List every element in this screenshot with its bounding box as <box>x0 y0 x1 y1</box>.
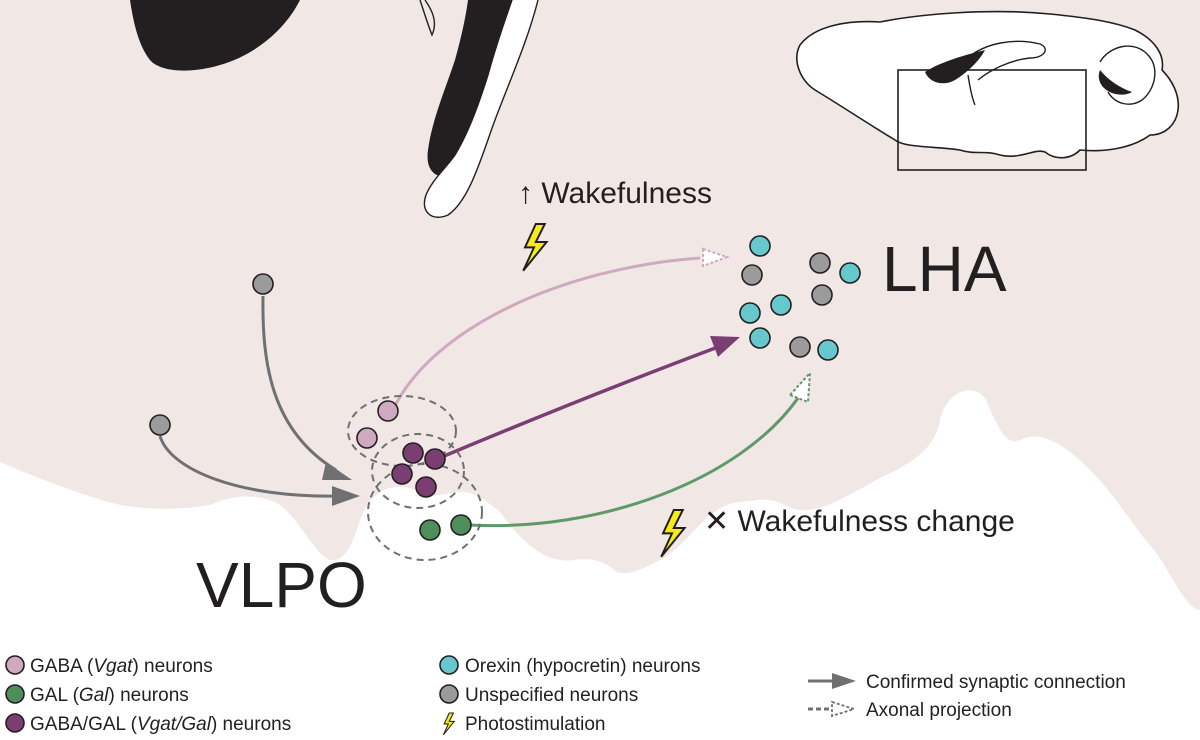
legend-gaba-gal-swatch <box>5 713 25 733</box>
gal-projection-arrow <box>469 397 800 528</box>
legend-axonal-label: Axonal projection <box>866 700 1012 721</box>
lightning-bolt-icon <box>660 509 687 558</box>
optic-tract-outline <box>423 0 539 218</box>
unspecified-neuron <box>789 336 811 358</box>
input-neuron <box>252 273 274 295</box>
input-arrow-lower <box>158 435 339 498</box>
orexin-neuron <box>817 339 839 361</box>
gaba-cluster-outline <box>347 395 457 467</box>
legend-orexin-swatch <box>439 655 459 675</box>
unspecified-neuron <box>809 252 831 274</box>
lha-label: LHA <box>882 233 1007 305</box>
unspecified-neuron <box>811 284 833 306</box>
orexin-neuron <box>749 327 771 349</box>
gaba-gal-neuron <box>415 476 437 498</box>
vlpo-label: VLPO <box>196 549 367 621</box>
sagittal-brain-inset <box>796 10 1180 171</box>
brain-tissue-section <box>0 0 1200 610</box>
legend-photostim-label: Photostimulation <box>465 714 605 735</box>
lightning-bolt-icon <box>442 712 456 736</box>
gal-cluster-outline <box>367 463 483 561</box>
gal-neuron <box>450 514 472 536</box>
gaba-gal-arrowhead <box>710 336 740 357</box>
legend-gal-label: GAL (Gal) neurons <box>30 685 189 706</box>
fiber-tract-outline <box>419 0 436 37</box>
no-wakefulness-change-label: ✕ Wakefulness change <box>704 505 1015 538</box>
orexin-neuron <box>839 262 861 284</box>
gaba-gal-neuron <box>402 442 424 464</box>
gaba-gal-neuron <box>424 448 446 470</box>
legend-unspecified-label: Unspecified neurons <box>465 685 638 706</box>
legend: GABA (Vgat) neurons GAL (Gal) neurons GA… <box>5 655 1126 736</box>
gaba-projection-arrow <box>391 256 701 411</box>
gaba-neuron <box>356 427 378 449</box>
gaba-gal-neuron <box>391 463 413 485</box>
legend-gaba-label: GABA (Vgat) neurons <box>30 656 213 677</box>
gaba-gal-synaptic-arrow <box>436 345 719 461</box>
lightning-bolt-icon <box>522 223 549 272</box>
inset-region-box <box>897 69 1087 171</box>
gaba-neuron <box>377 400 399 422</box>
legend-unspecified-swatch <box>439 684 459 704</box>
legend-orexin-label: Orexin (hypocretin) neurons <box>465 656 701 677</box>
orexin-neuron <box>749 235 771 257</box>
legend-gaba-swatch <box>5 655 25 675</box>
legend-gal-swatch <box>5 684 25 704</box>
orexin-neuron <box>770 294 792 316</box>
gaba-open-arrowhead <box>702 247 730 268</box>
input-neuron <box>149 414 171 436</box>
legend-synaptic-label: Confirmed synaptic connection <box>866 672 1126 693</box>
legend-solid-arrowhead <box>832 673 856 689</box>
gaba-gal-cluster-outline <box>371 433 465 509</box>
orexin-neuron <box>739 302 761 324</box>
increase-wakefulness-label: ↑ Wakefulness <box>518 177 712 210</box>
legend-gaba-gal-label: GABA/GAL (Vgat/Gal) neurons <box>30 714 291 735</box>
input-arrowhead-upper <box>322 462 352 480</box>
gal-neuron <box>419 519 441 541</box>
unspecified-neuron <box>741 264 763 286</box>
input-arrow-upper <box>261 295 337 472</box>
legend-open-arrowhead <box>831 700 857 718</box>
gal-open-arrowhead <box>788 370 812 404</box>
lateral-ventricle <box>130 0 300 71</box>
input-arrowhead-lower <box>332 486 360 506</box>
